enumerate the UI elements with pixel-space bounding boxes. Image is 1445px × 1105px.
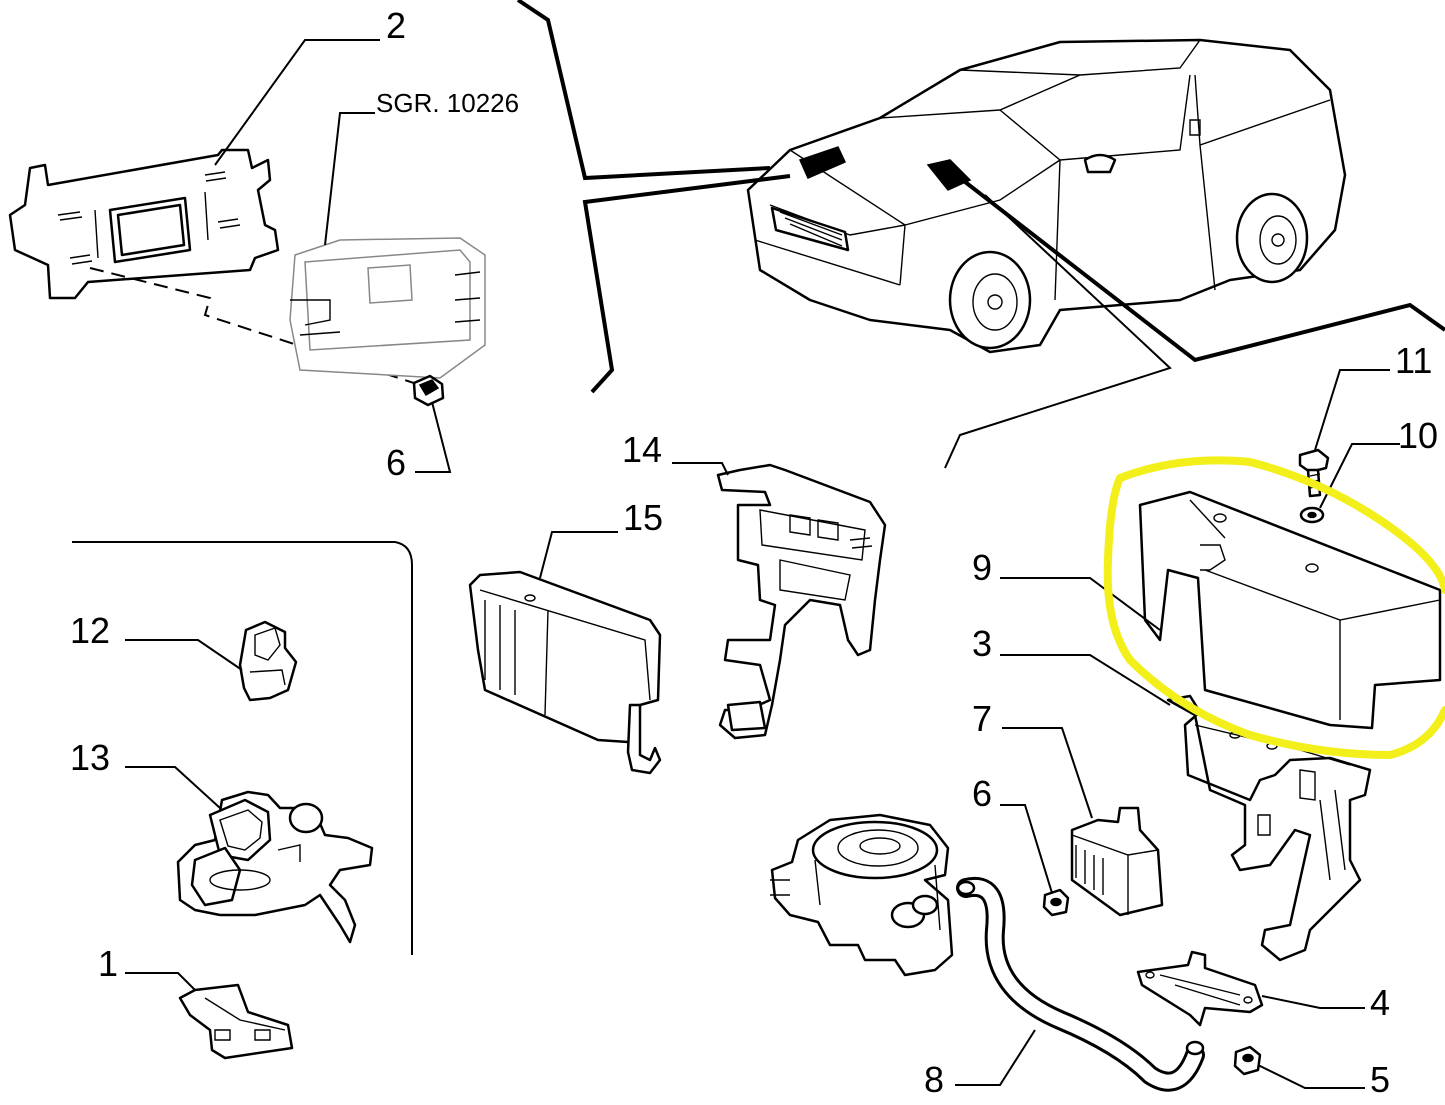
reference-label: SGR. 10226 <box>376 88 519 118</box>
part-7-relay <box>1070 806 1164 917</box>
leader-15 <box>539 531 618 579</box>
leader-4 <box>1261 995 1365 1009</box>
leader-car-left <box>516 0 771 181</box>
part-3-bracket <box>1166 694 1372 962</box>
leader-car-right-lower <box>944 194 1172 469</box>
callout-12: 12 <box>70 610 110 651</box>
callout-8: 8 <box>924 1059 944 1100</box>
part-1-plate <box>178 983 294 1060</box>
part-15-box <box>468 570 662 775</box>
leader-car-right <box>958 176 1445 363</box>
throttle-body <box>770 813 954 977</box>
part-8-hose <box>956 876 1205 1092</box>
callout-2: 2 <box>386 5 406 46</box>
callout-5: 5 <box>1370 1059 1390 1100</box>
part-10-washer <box>1299 506 1325 524</box>
leader-9 <box>1000 577 1161 631</box>
callout-6-top: 6 <box>386 442 406 483</box>
leader-3 <box>1000 654 1171 706</box>
callout-11: 11 <box>1395 340 1432 381</box>
part-6-nut-middle <box>1042 888 1070 917</box>
callout-10: 10 <box>1398 415 1438 456</box>
leader-8 <box>955 1029 1036 1086</box>
leader-6-middle <box>1000 804 1053 894</box>
leader-1 <box>125 972 196 991</box>
part-6-nut-top <box>412 374 445 407</box>
leader-2 <box>214 39 380 166</box>
leader-ecu-ref <box>324 112 375 246</box>
ecu-reference-unit <box>289 237 486 379</box>
leader-11 <box>1314 369 1390 451</box>
leader-12 <box>125 639 243 671</box>
callout-13: 13 <box>70 737 110 778</box>
part-9-cover <box>1138 490 1442 730</box>
leader-13 <box>125 766 221 809</box>
callout-14: 14 <box>622 429 662 470</box>
part-4-sensor <box>1136 950 1264 1027</box>
callout-6-middle: 6 <box>972 773 992 814</box>
leader-10 <box>1319 443 1400 509</box>
highlight-outline <box>1103 456 1445 760</box>
callout-9: 9 <box>972 547 992 588</box>
callout-7: 7 <box>972 698 992 739</box>
part-12-clip <box>238 620 298 702</box>
callout-3: 3 <box>972 623 992 664</box>
callout-1: 1 <box>98 943 118 984</box>
leader-14 <box>672 462 729 476</box>
part-5-nut <box>1233 1045 1262 1076</box>
part-13-harness-bracket <box>176 790 374 944</box>
leader-7 <box>1002 727 1093 819</box>
part-14-bracket <box>716 463 887 740</box>
panel-divider <box>72 541 413 955</box>
part-2-bracket <box>8 148 280 300</box>
callout-15: 15 <box>623 497 663 538</box>
leader-car-left-lower <box>582 174 791 394</box>
leader-5 <box>1257 1064 1365 1089</box>
callout-4: 4 <box>1370 982 1390 1023</box>
car-illustration <box>746 38 1347 354</box>
leader-6-top <box>415 401 452 473</box>
